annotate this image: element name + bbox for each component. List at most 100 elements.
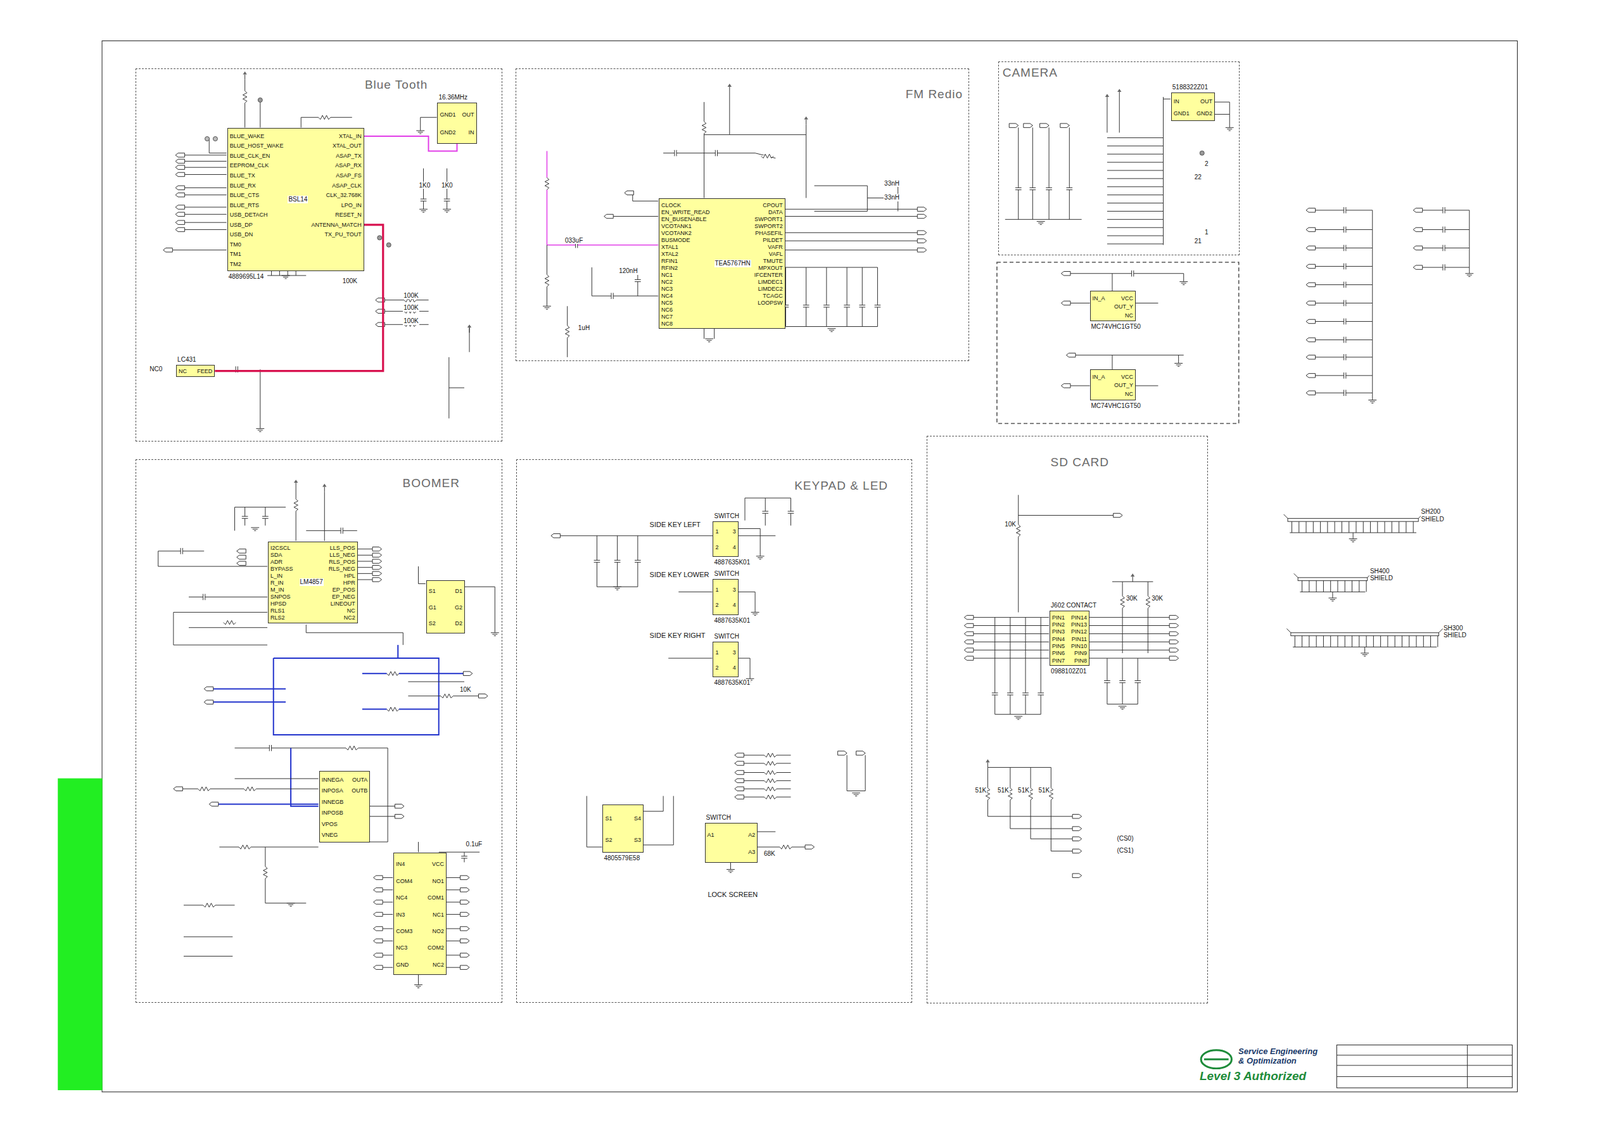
resistor-symbol <box>764 753 777 757</box>
wire <box>1181 283 1187 284</box>
wire <box>445 901 462 903</box>
wire <box>1301 635 1303 648</box>
pin-name: CLOCK <box>661 202 681 209</box>
wire <box>1017 718 1020 720</box>
wire <box>1134 680 1141 681</box>
wire <box>634 561 642 563</box>
wire <box>991 694 999 696</box>
pin-name: BLUE_RX <box>229 182 256 189</box>
wire <box>415 986 421 987</box>
wire <box>1106 658 1108 704</box>
pin-name: NC2 <box>432 961 445 968</box>
wire <box>843 306 851 308</box>
wire <box>183 904 235 906</box>
section-title: KEYPAD & LED <box>792 478 890 493</box>
wire <box>1005 219 1082 220</box>
wire <box>269 744 270 752</box>
pin-name: RLS2 <box>270 614 286 621</box>
wire <box>1050 767 1074 851</box>
wire <box>1107 162 1164 163</box>
wire <box>1343 318 1345 325</box>
wire <box>1343 354 1345 361</box>
ic-symbol: INNEGAINPOSAINNEGBINPOSBVPOSVNEGOUTAOUTB <box>319 770 371 843</box>
off-page-connector <box>624 190 634 195</box>
wire <box>444 200 451 202</box>
off-page-connector <box>175 227 185 232</box>
wire <box>1291 521 1293 533</box>
wire <box>1430 635 1431 648</box>
part-name: 5188322Z01 <box>1171 83 1209 92</box>
part-value: SIDE KEY RIGHT <box>649 631 707 640</box>
pin-name: D2 <box>454 620 463 627</box>
wire <box>785 267 787 327</box>
wire <box>381 940 394 942</box>
wire <box>566 305 568 358</box>
wire <box>814 210 868 212</box>
wire <box>1330 580 1331 593</box>
wire <box>381 954 394 956</box>
wire <box>1087 633 1170 635</box>
wire <box>305 624 403 645</box>
resistor-erase <box>779 846 792 849</box>
wire <box>324 486 325 492</box>
part-name: SWITCH <box>713 512 740 521</box>
pin-name: IN_A <box>1092 295 1106 302</box>
wire <box>1349 538 1358 540</box>
pin-name: L_IN <box>270 572 283 579</box>
wire <box>449 387 465 389</box>
pin-name: NC3 <box>395 944 408 951</box>
wire <box>492 634 498 635</box>
wire <box>1345 354 1347 361</box>
wire <box>877 267 878 327</box>
wire <box>1229 101 1231 128</box>
wire <box>973 649 1049 651</box>
off-page-connector <box>373 953 383 958</box>
wire <box>290 905 293 907</box>
resistor-symbol <box>764 794 777 799</box>
outline <box>1336 1045 1512 1089</box>
wire <box>381 901 394 903</box>
wire <box>1422 267 1470 268</box>
wire <box>1328 597 1337 599</box>
wire <box>616 589 619 591</box>
wire <box>445 889 462 890</box>
outline <box>996 262 1239 424</box>
wire <box>614 561 621 563</box>
wire <box>173 611 268 613</box>
wire <box>761 513 769 514</box>
wire <box>1370 400 1376 402</box>
pin-name: SDA <box>270 551 283 559</box>
pin-name: XTAL2 <box>661 250 679 258</box>
pin-name: ASAP_FS <box>335 172 362 179</box>
section-title: CAMERA <box>1000 65 1060 80</box>
wire <box>1022 692 1029 693</box>
resistor-symbol <box>293 499 298 512</box>
wire <box>756 846 806 848</box>
wire <box>663 152 756 154</box>
schematic-section: KEYPAD & LEDSWITCH4887635K011234SWITCH48… <box>516 459 913 1004</box>
pin-name: GND1 <box>439 111 456 118</box>
ic-symbol: 4805579E58S1S2S4S3 <box>602 804 643 853</box>
off-page-connector <box>1169 639 1179 644</box>
wire <box>1442 264 1443 271</box>
wire <box>209 137 227 153</box>
off-page-connector <box>175 220 185 225</box>
wire <box>469 326 470 353</box>
pin-name: INNEGA <box>321 776 344 783</box>
wire <box>1163 98 1171 100</box>
wire <box>1111 273 1113 291</box>
off-page-connector <box>1413 265 1423 270</box>
pin-name: USB_DN <box>229 231 254 238</box>
test-point <box>1199 150 1205 156</box>
pin-name: TM2 <box>229 260 242 268</box>
pin-name: INPOSA <box>321 787 344 794</box>
pin-name: XTAL_IN <box>338 133 362 140</box>
wire <box>715 150 716 157</box>
pin-name: BLUE_RTS <box>229 202 260 209</box>
pin-name: OUT_Y <box>1114 381 1134 389</box>
wire <box>994 617 996 715</box>
wire <box>1398 521 1400 533</box>
pin-name: VAFL <box>768 250 783 258</box>
wire <box>300 117 353 128</box>
wire <box>586 796 602 848</box>
